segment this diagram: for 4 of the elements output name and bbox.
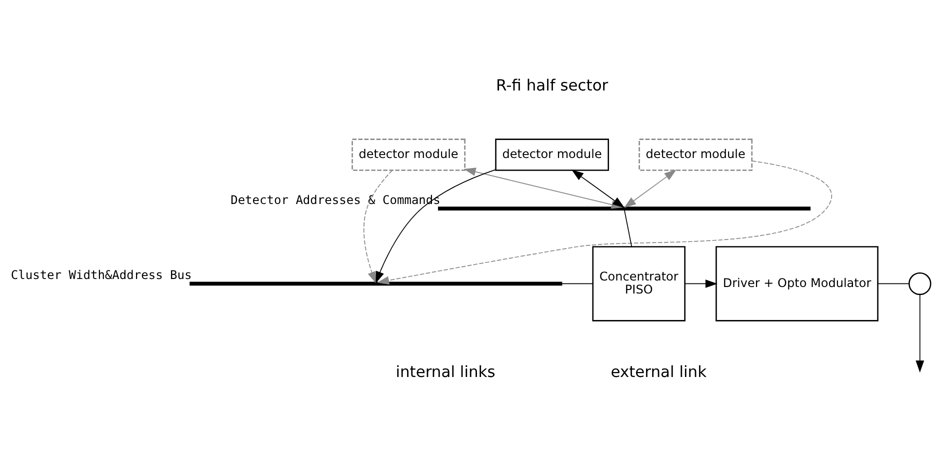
node-label: Cluster Width&Address Bus (10, 268, 192, 282)
label: R-fi half sector (496, 76, 608, 95)
label: internal links (396, 362, 496, 381)
label: external link (610, 362, 707, 381)
